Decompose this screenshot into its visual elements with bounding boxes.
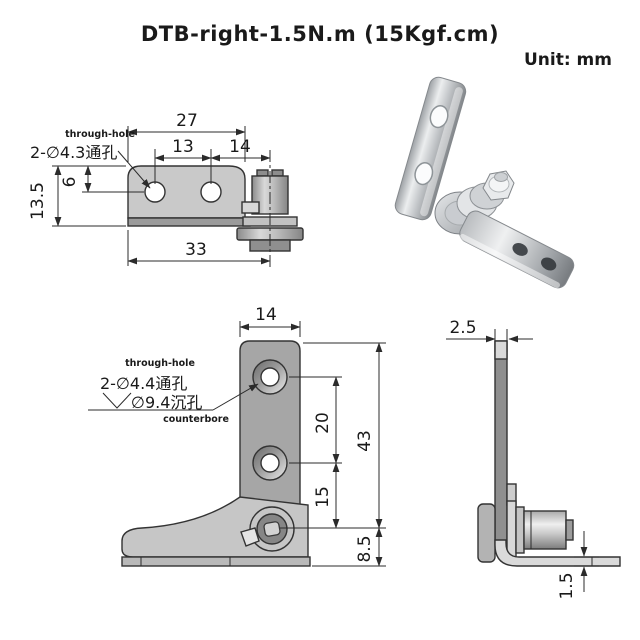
- top-view-hole-right: [200, 181, 222, 203]
- photo-lower-hole-2: [541, 257, 557, 271]
- product-photo: [394, 76, 575, 289]
- top-view-pivot-tab-a: [256, 169, 269, 177]
- top-view-pivot-side-tab: [241, 201, 260, 214]
- side-view-foot: [494, 539, 621, 567]
- front-view-note-through-hole-cn: 2-∅4.4通孔: [100, 374, 187, 393]
- front-view-note-through-hole-en: through-hole: [125, 358, 195, 369]
- front-view-drawing: 14 20 15 43 8.5 through-hole 2-∅4.4通孔 ∅9…: [88, 305, 386, 567]
- photo-upper-hole-2: [414, 162, 434, 186]
- photo-upper-hole-1: [429, 105, 449, 129]
- dim-text-14-top: 14: [229, 137, 251, 157]
- side-view-ext-1_5: [574, 556, 599, 567]
- front-view-note-counterbore-en: counterbore: [163, 414, 229, 425]
- dim-text-1_5: 1.5: [557, 572, 577, 599]
- dim-text-20: 20: [313, 412, 333, 434]
- side-view-plate: [494, 340, 508, 547]
- top-view-note-through-hole-en: through-hole: [65, 129, 135, 140]
- dim-text-6: 6: [60, 177, 80, 188]
- dim-text-2_5: 2.5: [449, 318, 476, 338]
- front-view-pivot-tab: [240, 527, 260, 547]
- front-view-foot-seams: [140, 557, 231, 566]
- side-view-washer-2: [515, 506, 525, 554]
- top-view-note-through-hole-cn: 2-∅4.3通孔: [30, 143, 117, 162]
- top-view-plate: [127, 165, 246, 219]
- front-view-hole-leader: [212, 383, 259, 411]
- front-view-countersink-symbol: [102, 392, 132, 409]
- unit-label: Unit: mm: [523, 50, 612, 70]
- side-view-drum: [523, 510, 567, 550]
- front-view-foot-strip: [121, 556, 311, 567]
- front-view-pivot-shaft: [263, 521, 281, 537]
- side-view-end-disc: [477, 503, 496, 563]
- dim-text-43: 43: [355, 430, 375, 452]
- dim-text-33: 33: [185, 240, 207, 260]
- front-view-hole-2: [260, 453, 280, 473]
- photo-stud-dome: [494, 172, 508, 182]
- front-view-hole-1: [260, 367, 280, 387]
- side-view-drawing: 2.5 1.5: [446, 318, 621, 600]
- top-view-plate-edge: [127, 217, 251, 227]
- top-view-pivot-tab-b: [271, 169, 284, 177]
- front-view-note-counterbore-cn: ∅9.4沉孔: [131, 393, 202, 412]
- dim-text-13_5: 13.5: [28, 182, 48, 220]
- photo-upper-arm: [394, 76, 467, 221]
- side-view-washer-1: [506, 500, 517, 559]
- dim-text-15: 15: [313, 486, 333, 508]
- side-view-plate-highlight: [494, 340, 508, 360]
- dim-text-27: 27: [176, 111, 198, 131]
- dim-text-8_5: 8.5: [355, 535, 375, 562]
- photo-lower-arm: [459, 210, 575, 289]
- dim-text-13: 13: [172, 137, 194, 157]
- top-view-drawing: 27 13 14 13.5 6 33 through-hole 2-∅4.3通孔: [28, 111, 304, 270]
- side-view-drum-nub: [565, 519, 574, 541]
- top-view-hole-leader: [117, 150, 151, 189]
- page-title: DTB-right-1.5N.m (15Kgf.cm): [140, 22, 500, 46]
- photo-lower-hole-1: [512, 242, 528, 256]
- dim-text-14-front: 14: [255, 305, 277, 325]
